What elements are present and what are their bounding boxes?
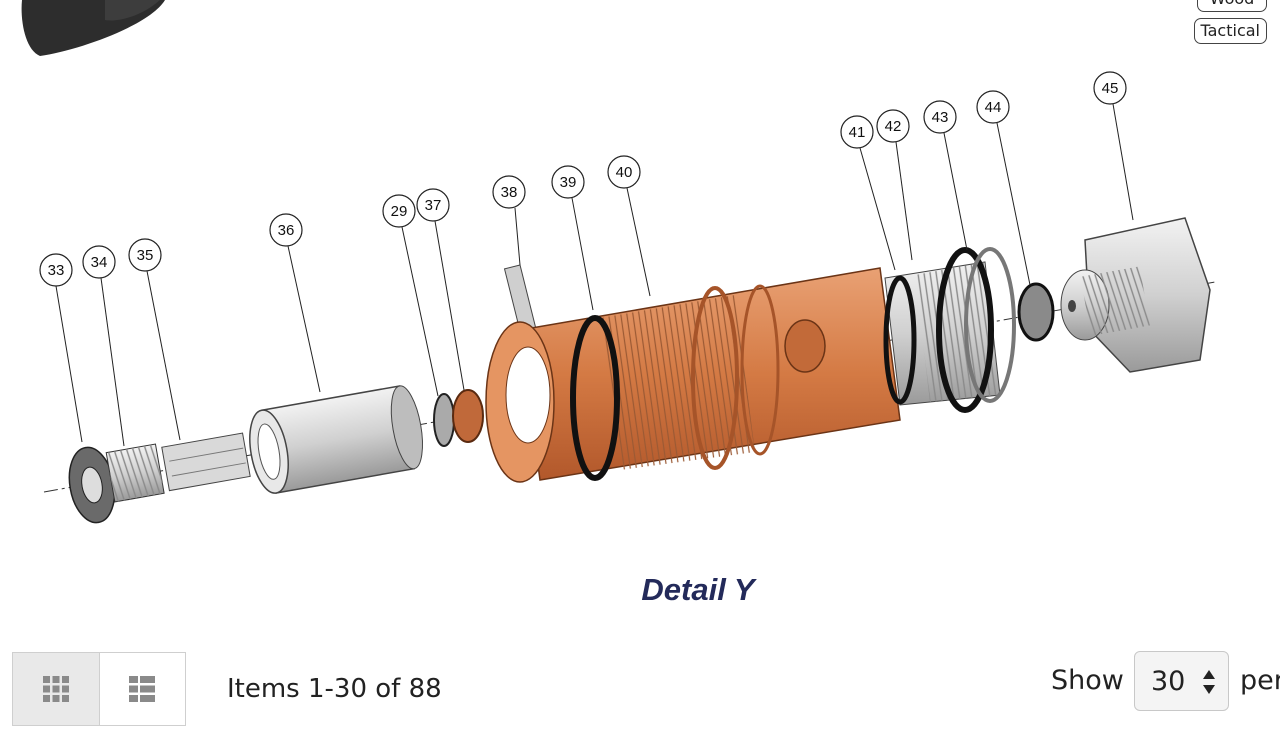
list-icon (129, 676, 156, 702)
callout-37: 37 (416, 188, 465, 391)
callout-39: 39 (551, 165, 594, 311)
items-count: Items 1-30 of 88 (227, 674, 442, 704)
part-39-40-copper-body (485, 267, 901, 483)
callout-43: 43 (923, 100, 968, 251)
filter-tag-wood[interactable]: Wood (1197, 0, 1267, 12)
callout-33: 33 (39, 253, 83, 443)
callout-41: 41 (840, 115, 896, 271)
svg-text:33: 33 (48, 262, 65, 279)
exploded-parts-diagram: 33 34 35 36 29 37 38 39 40 41 42 43 44 4… (21, 0, 1216, 524)
svg-text:40: 40 (616, 164, 633, 181)
part-29-ring (433, 393, 455, 447)
list-view-button[interactable] (99, 653, 185, 725)
callout-35: 35 (128, 238, 181, 441)
callout-45: 45 (1093, 71, 1134, 221)
part-41-43-threaded-insert (883, 247, 1016, 413)
grid-icon (42, 676, 69, 702)
part-44-oring (1017, 282, 1055, 342)
svg-text:35: 35 (137, 247, 154, 264)
svg-text:38: 38 (501, 184, 518, 201)
callout-29: 29 (382, 194, 439, 397)
svg-text:43: 43 (932, 109, 949, 126)
part-45-hex-cap (1060, 217, 1211, 373)
diagram-title: Detail Y (641, 572, 755, 607)
part-34-threaded-tube (105, 443, 165, 503)
svg-text:37: 37 (425, 197, 442, 214)
callout-38: 38 (492, 175, 526, 266)
show-label: Show (1051, 665, 1124, 696)
svg-text:29: 29 (391, 203, 408, 220)
part-36-sleeve (249, 385, 423, 494)
callout-40: 40 (607, 155, 651, 297)
filter-tag-tactical[interactable]: Tactical (1193, 18, 1267, 44)
per-label: per (1240, 665, 1280, 696)
grid-view-button[interactable] (13, 653, 100, 725)
per-page-select[interactable]: 30 (1134, 651, 1229, 711)
svg-text:45: 45 (1102, 80, 1119, 97)
svg-text:44: 44 (985, 99, 1002, 116)
svg-text:41: 41 (849, 124, 866, 141)
view-mode-toggle (12, 652, 186, 726)
svg-text:42: 42 (885, 118, 902, 135)
part-35-collet (161, 432, 251, 492)
callout-44: 44 (976, 90, 1031, 286)
svg-text:34: 34 (91, 254, 108, 271)
part-37-ring (452, 389, 484, 443)
per-page-value: 30 (1151, 665, 1186, 697)
select-arrows-icon (1203, 670, 1215, 694)
listing-toolbar: Items 1-30 of 88 Show 30 per (0, 650, 1280, 730)
svg-text:39: 39 (560, 174, 577, 191)
callout-42: 42 (876, 109, 913, 261)
callout-36: 36 (269, 213, 321, 393)
part-33-flange (68, 446, 116, 524)
svg-text:36: 36 (278, 222, 295, 239)
callout-34: 34 (82, 245, 125, 447)
